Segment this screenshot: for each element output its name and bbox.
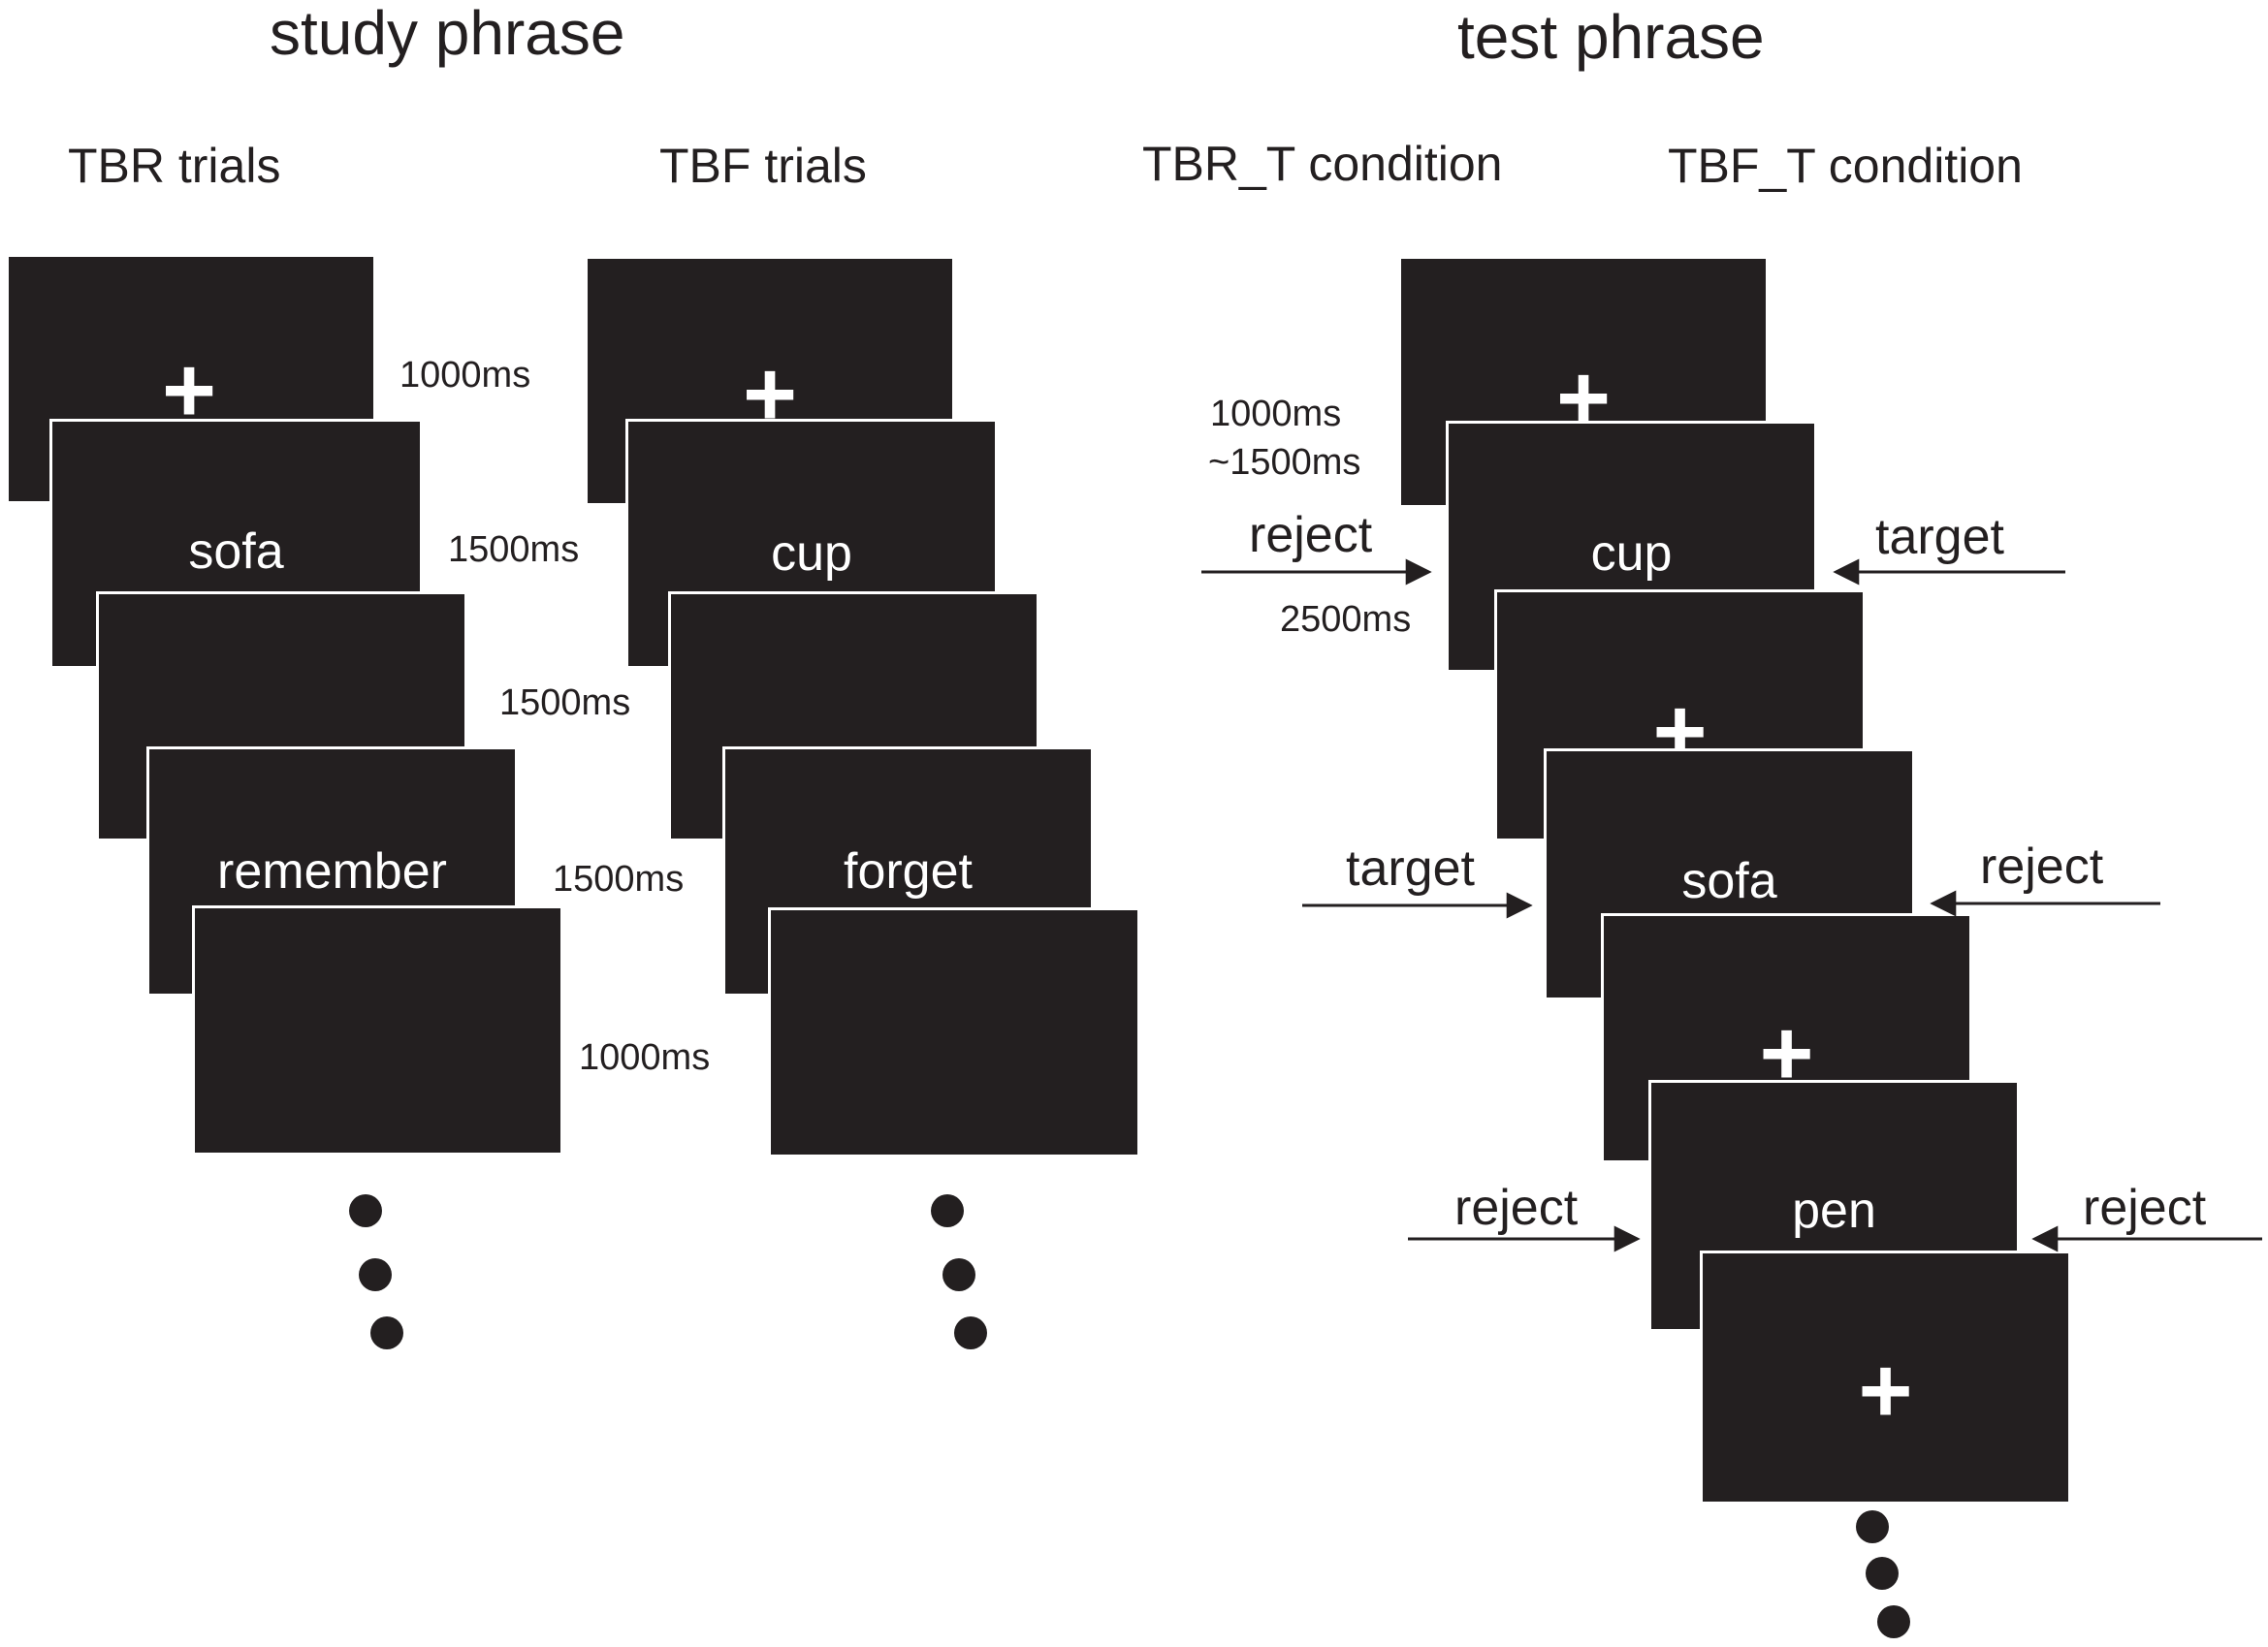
- tbf-response-label-1: target: [1875, 509, 2004, 565]
- study-phase-title: study phrase: [270, 0, 625, 68]
- tbf-t-condition-label: TBF_T condition: [1668, 139, 2023, 193]
- test-duration-fixation-min: 1000ms: [1210, 394, 1342, 434]
- tbr-trials-label: TBR trials: [68, 139, 281, 193]
- tbr-duration-fixation: 1000ms: [399, 355, 531, 396]
- test-word-1: cup: [1590, 525, 1673, 582]
- test-duration-fixation-max: ~1500ms: [1208, 442, 1361, 483]
- test-continuation-dot: [1856, 1510, 1889, 1543]
- test-word-2: sofa: [1681, 853, 1777, 909]
- test-continuation-dot: [1866, 1557, 1899, 1590]
- tbf-response-label-2: reject: [1980, 839, 2104, 895]
- tbr-duration-word: 1500ms: [448, 529, 580, 570]
- tbr-duration-end: 1000ms: [579, 1037, 711, 1078]
- test-continuation-dot: [1877, 1605, 1910, 1638]
- tbf-word: cup: [771, 525, 852, 582]
- tbr-t-condition-label: TBR_T condition: [1142, 137, 1503, 191]
- test-fixation-screen-4: +: [1700, 1251, 2071, 1504]
- tbr-cue-word: remember: [217, 843, 447, 900]
- tbr-continuation-dot: [349, 1194, 382, 1227]
- test-word-3: pen: [1792, 1183, 1876, 1239]
- tbf-continuation-dot: [931, 1194, 964, 1227]
- tbf-trials-label: TBF trials: [659, 139, 867, 193]
- tbr-response-label-1: reject: [1249, 507, 1373, 563]
- tbf-continuation-dot: [954, 1316, 987, 1349]
- tbr-response-label-2: target: [1346, 840, 1475, 897]
- tbf-end-blank-screen: [768, 907, 1140, 1157]
- tbr-continuation-dot: [359, 1258, 392, 1291]
- tbf-cue-word: forget: [844, 843, 973, 900]
- tbr-duration-cue: 1500ms: [553, 859, 685, 900]
- tbr-word: sofa: [188, 523, 284, 580]
- test-phase-title: test phrase: [1457, 2, 1765, 72]
- test-duration-word: 2500ms: [1280, 599, 1412, 640]
- tbr-end-blank-screen: [192, 905, 563, 1156]
- tbf-continuation-dot: [942, 1258, 975, 1291]
- tbr-duration-blank: 1500ms: [499, 682, 631, 723]
- tbf-response-label-3: reject: [2083, 1180, 2207, 1236]
- fixation-cross: +: [1858, 1339, 1913, 1442]
- tbr-continuation-dot: [370, 1316, 403, 1349]
- tbr-response-label-3: reject: [1454, 1180, 1579, 1236]
